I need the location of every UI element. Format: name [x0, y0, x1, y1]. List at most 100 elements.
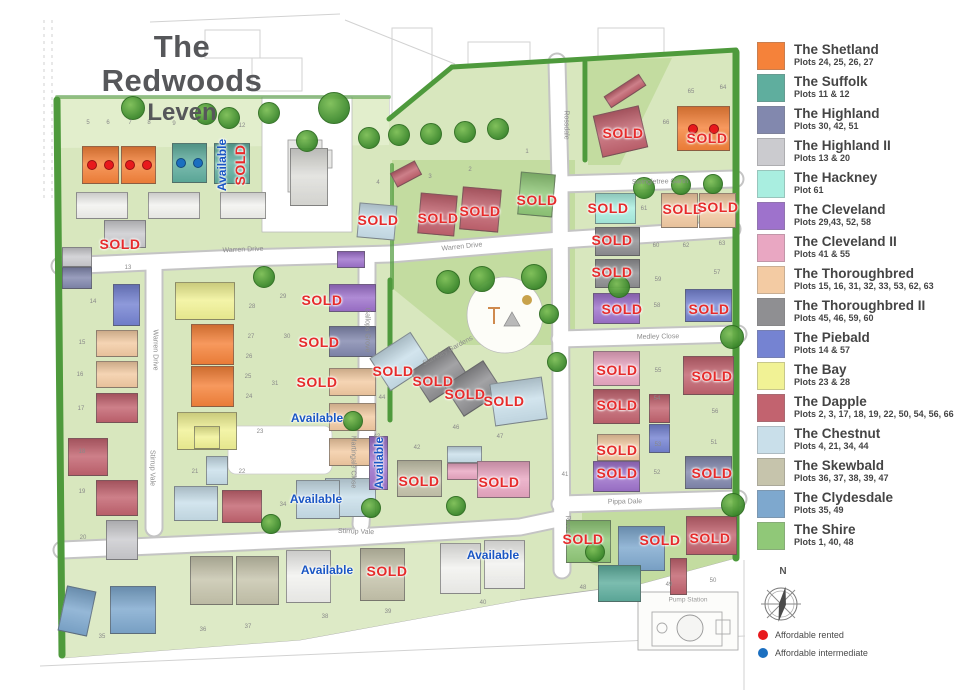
tree-icon [388, 124, 410, 146]
suffolk-swatch [757, 74, 785, 102]
house-skewbald [360, 548, 405, 601]
plot-number: 30 [283, 334, 291, 340]
house-skewbald [397, 460, 442, 497]
parking-court [227, 425, 333, 475]
sold-label: SOLD [602, 125, 644, 141]
house-dapple [670, 558, 687, 595]
plot-number: 47 [496, 434, 504, 440]
legend-plots: Plots 15, 16, 31, 32, 33, 53, 62, 63 [794, 281, 934, 291]
sold-label: SOLD [686, 130, 728, 146]
house-bay [194, 426, 220, 449]
legend-name: The Thoroughbred [794, 266, 914, 281]
tree-icon [258, 102, 280, 124]
available-label: Available [289, 492, 343, 506]
legend-name: The Clydesdale [794, 490, 894, 505]
clydesdale-swatch [757, 490, 785, 518]
cleveland2-swatch [757, 234, 785, 262]
sold-label: SOLD [301, 292, 343, 308]
sold-label: SOLD [688, 301, 730, 317]
plot-number: 16 [76, 372, 84, 378]
legend-name: The Hackney [794, 170, 878, 185]
tree-icon [585, 542, 605, 562]
house-dapple [96, 480, 138, 516]
legend-name: The Suffolk [794, 74, 868, 89]
sold-label: SOLD [516, 192, 558, 208]
plot-number: 61 [640, 206, 648, 212]
sold-label: SOLD [562, 531, 604, 547]
house-cleveland [593, 461, 640, 492]
plot-number: 42 [413, 445, 421, 451]
sold-label: SOLD [298, 334, 340, 350]
legend-plots: Plots 35, 49 [794, 505, 844, 515]
sold-label: SOLD [366, 563, 408, 579]
plot-number: 38 [321, 614, 329, 620]
sold-label: SOLD [662, 201, 704, 217]
affordable-intermediate-dot-icon [193, 158, 204, 168]
affordable-rented-dot-icon [86, 160, 97, 170]
legend-plots: Plots 24, 25, 26, 27 [794, 57, 874, 67]
plot-number: 46 [452, 425, 460, 431]
plot-number: 65 [687, 89, 695, 95]
legend-name: The Cleveland [794, 202, 886, 217]
plot-number: 66 [662, 120, 670, 126]
tree-icon [469, 266, 495, 292]
plot-number: 6 [106, 120, 110, 126]
cleveland-swatch [757, 202, 785, 230]
plot-number: 39 [384, 609, 392, 615]
available-label: Available [290, 411, 344, 425]
affordable-rented-dot-icon [709, 123, 720, 134]
house-clydesdale [618, 526, 665, 571]
plot-number: 57 [713, 270, 721, 276]
house-highland2 [62, 247, 92, 267]
sold-label: SOLD [639, 532, 681, 548]
tree-icon [436, 270, 460, 294]
street-label: Swingletree Garth [631, 178, 689, 186]
legend-name: The Highland [794, 106, 880, 121]
plot-number: 21 [191, 469, 199, 475]
tree-icon [296, 130, 318, 152]
sold-label: SOLD [596, 362, 638, 378]
sold-label: SOLD [591, 232, 633, 248]
house-dapple [593, 389, 640, 424]
tree-icon [487, 118, 509, 140]
plot-number: 37 [244, 624, 252, 630]
house-suffolk [598, 565, 641, 602]
house-shetland [677, 106, 730, 151]
affordable-rented-dot-icon [142, 160, 153, 170]
house-plain2 [290, 148, 328, 206]
house-piebald [113, 284, 140, 326]
legend-plots: Plots 41 & 55 [794, 249, 851, 259]
legend-plots: Plots 36, 37, 38, 39, 47 [794, 473, 889, 483]
house-dapple [686, 516, 737, 555]
plot-number: 5 [86, 120, 90, 126]
sold-label: SOLD [596, 442, 638, 458]
plot-number: 17 [77, 406, 85, 412]
house-plain [148, 192, 200, 219]
highland-swatch [757, 106, 785, 134]
sold-label: SOLD [357, 212, 399, 228]
street-label: Stirrup Vale [148, 449, 156, 487]
sold-label: SOLD [587, 200, 629, 216]
house-thoroughbred [699, 193, 736, 228]
affordable-intermediate-dot-icon [175, 158, 186, 168]
plot-number: 23 [256, 429, 264, 435]
house-thoroughbred [597, 434, 640, 461]
tree-icon [420, 123, 442, 145]
house-highland [329, 326, 376, 357]
house-suffolk [214, 143, 250, 184]
sold-label: SOLD [459, 203, 501, 219]
plot-number: 59 [654, 277, 662, 283]
sold-label: SOLD [596, 465, 638, 481]
house-suffolk [172, 143, 207, 183]
legend-name: The Thoroughbred II [794, 298, 926, 313]
sold-label: SOLD [296, 374, 338, 390]
legend-name: The Shire [794, 522, 856, 537]
